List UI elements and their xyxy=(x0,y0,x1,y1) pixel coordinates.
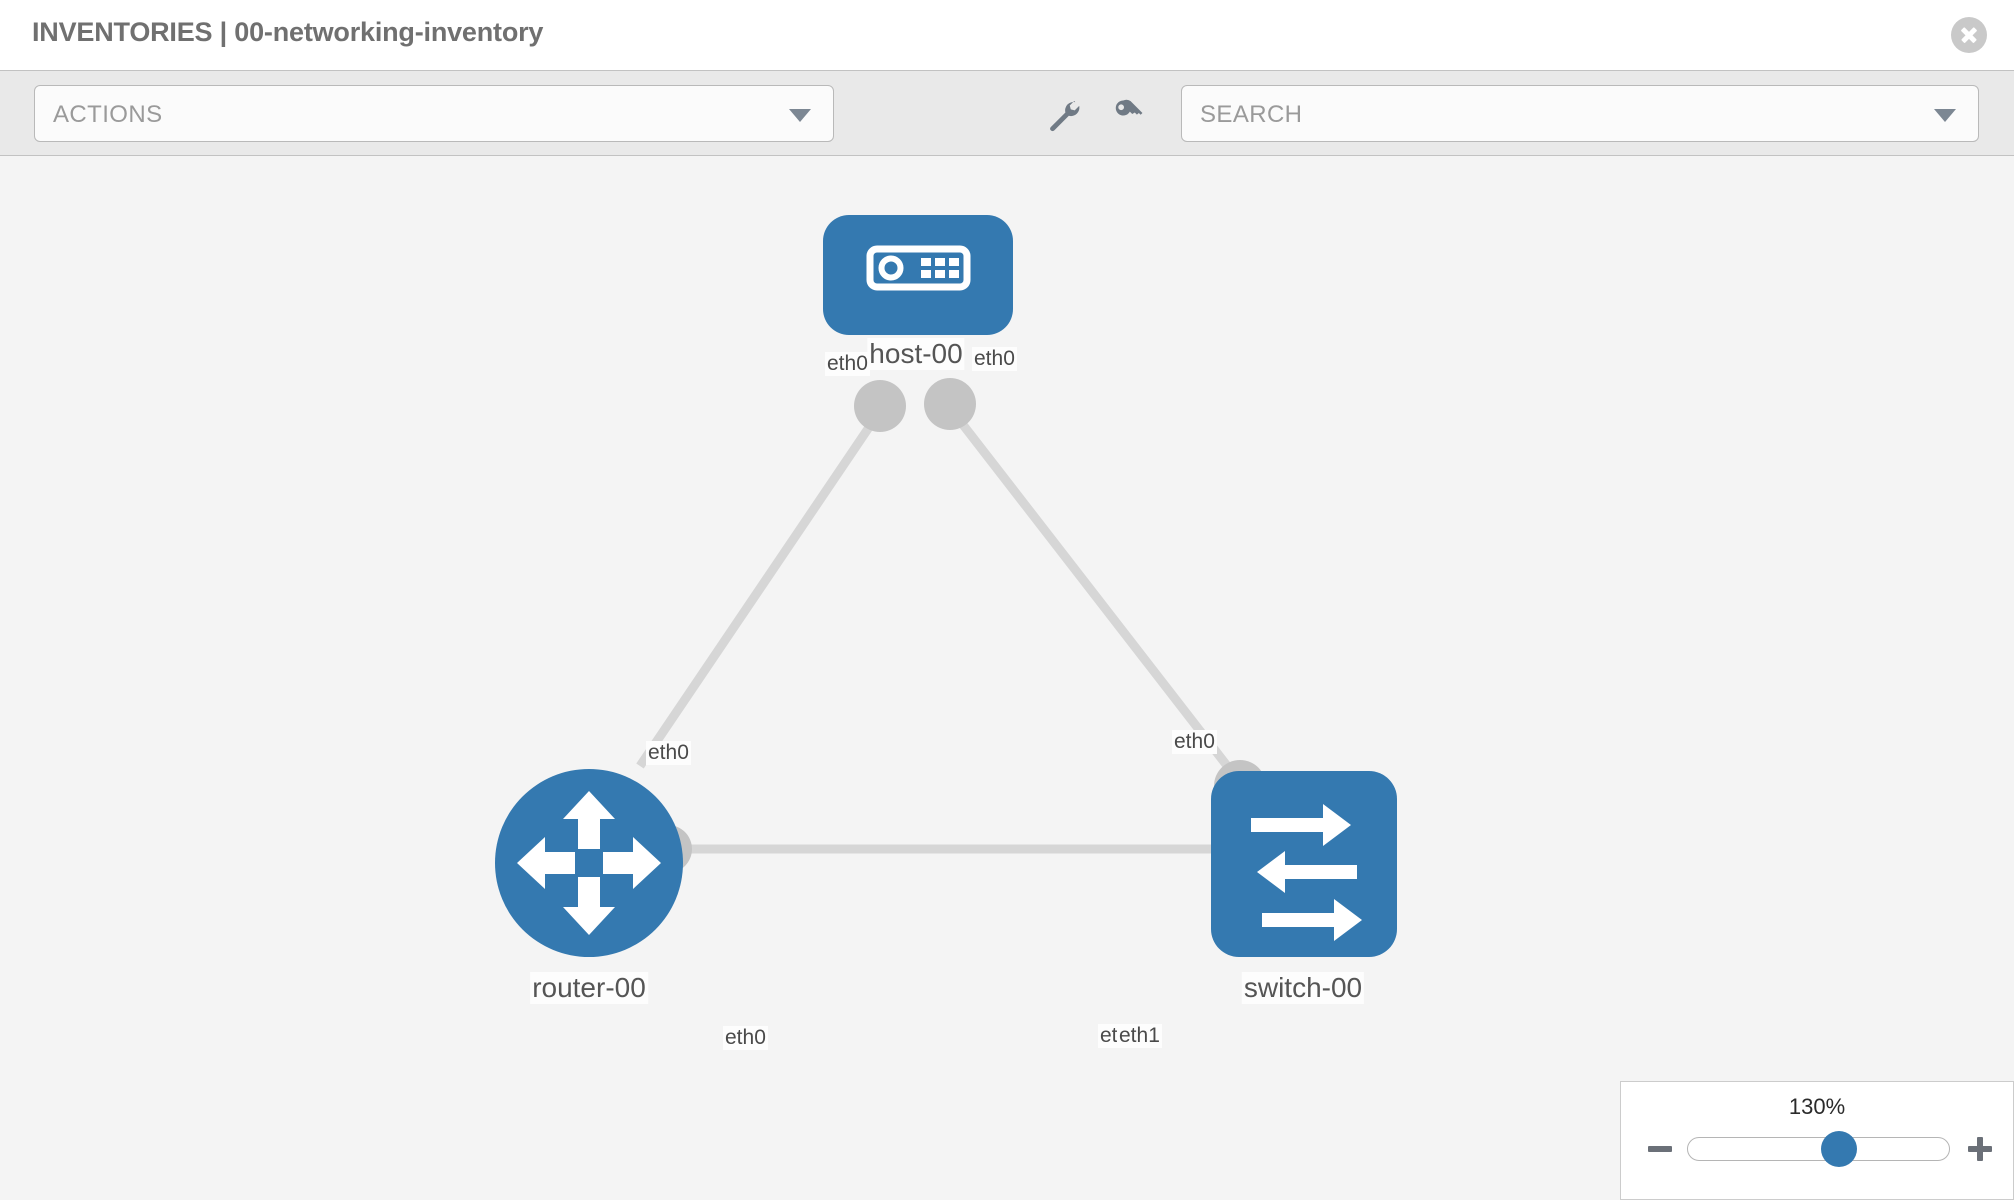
zoom-in-button[interactable] xyxy=(1965,1134,1995,1164)
topology-graph xyxy=(495,215,1397,957)
edge-label: eth0 xyxy=(723,1026,768,1050)
port-host-right xyxy=(924,378,976,430)
chevron-down-icon xyxy=(789,108,811,122)
edge-label: eth0 xyxy=(825,352,870,376)
search-placeholder: SEARCH xyxy=(1200,101,1303,128)
topology-canvas[interactable]: host-00 router-00 switch-00 eth0 eth0 et… xyxy=(0,156,2014,1200)
actions-dropdown[interactable]: ACTIONS xyxy=(34,85,834,142)
node-router-00[interactable] xyxy=(495,769,683,957)
zoom-out-button[interactable] xyxy=(1645,1134,1675,1164)
node-label-host-00: host-00 xyxy=(867,338,965,370)
toolbar: ACTIONS SEARCH xyxy=(0,70,2014,156)
zoom-slider-handle[interactable] xyxy=(1821,1131,1858,1167)
node-host-00[interactable] xyxy=(823,215,1013,335)
edge-label: eth0 xyxy=(972,347,1017,371)
link-host-router xyxy=(636,408,884,769)
page-header: INVENTORIES | 00-networking-inventory xyxy=(0,0,2014,70)
node-switch-00[interactable] xyxy=(1211,771,1397,957)
zoom-slider[interactable] xyxy=(1687,1131,1950,1167)
zoom-control-panel: 130% xyxy=(1620,1081,2014,1200)
topology-links xyxy=(636,405,1239,854)
edge-label: eth1 xyxy=(1117,1024,1162,1048)
node-label-switch-00: switch-00 xyxy=(1241,972,1365,1004)
chevron-down-icon[interactable] xyxy=(1934,108,1956,122)
port-host-left xyxy=(854,380,906,432)
page-title: INVENTORIES | 00-networking-inventory xyxy=(32,17,544,47)
actions-dropdown-label: ACTIONS xyxy=(53,101,163,128)
zoom-level-value: 130% xyxy=(1788,1094,1846,1119)
search-input[interactable]: SEARCH xyxy=(1181,85,1979,142)
key-icon[interactable] xyxy=(1101,85,1159,142)
node-label-router-00: router-00 xyxy=(530,972,648,1004)
link-host-switch xyxy=(946,405,1239,779)
wrench-icon[interactable] xyxy=(1034,85,1092,142)
close-icon[interactable] xyxy=(1951,17,1987,53)
edge-label: eth0 xyxy=(646,741,691,765)
edge-label: eth0 xyxy=(1172,730,1217,754)
